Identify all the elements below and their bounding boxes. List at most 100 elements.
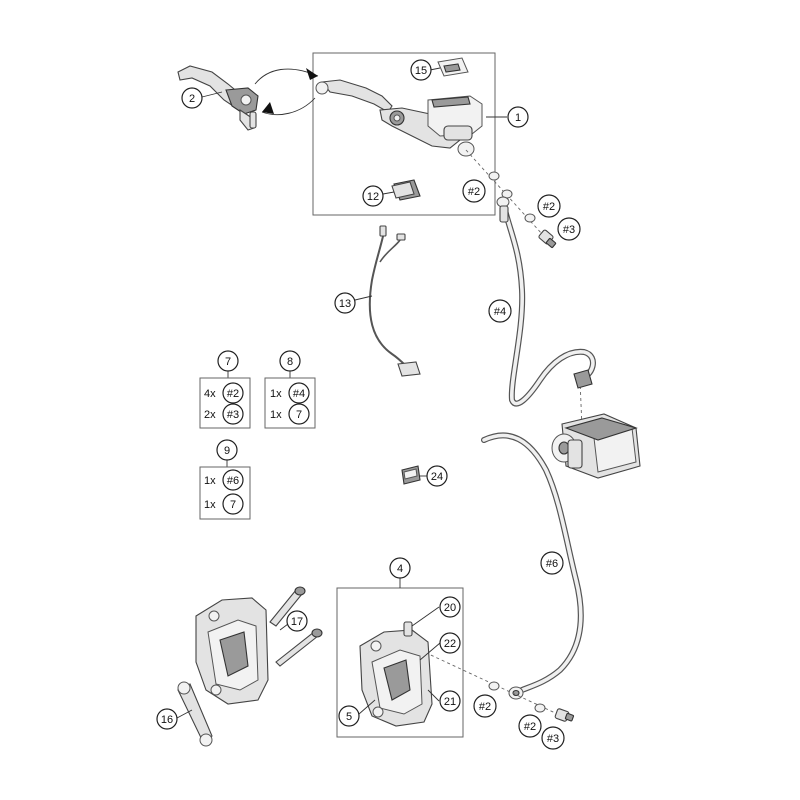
svg-text:5: 5 [346,711,352,723]
abs-unit-part [551,369,641,479]
callout-ref-3-master: #3 [557,217,581,241]
svg-text:#2: #2 [543,201,555,213]
svg-text:13: 13 [339,298,351,310]
kit-9-table: 9 1x #6 1x 7 [199,439,251,520]
kit-7-row2-ref: #3 [222,403,244,425]
svg-text:#4: #4 [494,306,506,318]
svg-text:9: 9 [224,445,230,457]
svg-text:20: 20 [444,602,456,614]
swap-arrow-lower [261,97,316,116]
clip-part [401,465,421,485]
brake-line-6-fitting [508,686,524,700]
cover-plate-part [391,179,421,201]
callout-16: 16 [156,708,178,730]
brake-line-6 [481,432,584,693]
callout-17: 17 [286,610,308,632]
kit-8-callout: 8 [279,350,301,372]
kit-7-table: 7 4x #2 2x #3 [199,350,251,429]
svg-text:#2: #2 [524,721,536,733]
leader-17 [279,623,289,631]
brake-lever-part [177,65,259,131]
svg-text:4: 4 [397,563,403,575]
callout-22: 22 [439,632,461,654]
svg-text:22: 22 [444,638,456,650]
svg-text:21: 21 [444,696,456,708]
callout-ref-3-caliper: #3 [541,726,565,750]
kit-8-row2-qty: 1x [270,409,282,421]
svg-text:1: 1 [515,112,521,124]
master-washer-lower [524,213,536,223]
brake-line-4-inner [502,204,595,406]
caliper-banjo-bolt [554,708,575,722]
svg-text:7: 7 [230,499,236,511]
leader-16 [176,709,193,719]
callout-ref-2-caliper-b: #2 [518,714,542,738]
callout-2: 2 [181,87,203,109]
svg-text:#6: #6 [546,558,558,570]
callout-12: 12 [362,185,384,207]
callout-ref-6-hose: #6 [540,551,564,575]
master-cylinder-assembly-frame [312,52,496,216]
master-cylinder-part [315,79,483,157]
kit-7-row1-qty: 4x [204,388,216,400]
svg-text:7: 7 [296,409,302,421]
svg-text:#3: #3 [547,733,559,745]
svg-text:#6: #6 [227,475,239,487]
caliper-washer-right [534,703,546,713]
callout-4: 4 [389,557,411,579]
svg-text:24: 24 [431,471,443,483]
svg-text:8: 8 [287,356,293,368]
caliper-left-part [195,597,269,705]
master-banjo-bolt [538,229,557,249]
kit-9-callout: 9 [216,439,238,461]
callout-ref-4-hose: #4 [488,299,512,323]
leader-22 [419,642,441,661]
kit-8-table: 8 1x #4 1x 7 [264,350,316,429]
caliper-washer-left [488,681,500,691]
leader-12 [382,191,395,195]
kit-9-row1-qty: 1x [204,475,216,487]
callout-1: 1 [507,106,529,128]
svg-text:17: 17 [291,616,303,628]
svg-text:#4: #4 [293,388,305,400]
brake-light-switch-cable-part [368,225,421,377]
svg-text:#3: #3 [563,224,575,236]
leader-2 [201,91,223,98]
svg-text:#2: #2 [468,186,480,198]
callout-ref-2-caliper-a: #2 [473,694,497,718]
svg-text:12: 12 [367,191,379,203]
kit-8-row1-qty: 1x [270,388,282,400]
caliper-bracket-part [177,681,213,747]
callout-15: 15 [410,59,432,81]
kit-7-row1-ref: #2 [222,382,244,404]
callout-20: 20 [439,596,461,618]
svg-text:16: 16 [161,714,173,726]
callout-5: 5 [338,705,360,727]
callout-13: 13 [334,292,356,314]
kit-9-row2-qty: 1x [204,499,216,511]
leader-5 [358,699,376,715]
svg-text:7: 7 [225,356,231,368]
svg-text:#3: #3 [227,409,239,421]
leader-13 [354,295,373,301]
svg-text:2: 2 [189,93,195,105]
kit-7-row2-qty: 2x [204,409,216,421]
callout-21: 21 [439,690,461,712]
kit-9-row1-ref: #6 [222,469,244,491]
svg-text:15: 15 [415,65,427,77]
master-washer-upper [488,171,500,181]
leader-20 [411,606,440,627]
svg-text:#2: #2 [227,388,239,400]
reservoir-gasket-part [437,57,469,77]
kit-9-row2-ref: 7 [222,493,244,515]
brake-line-4-fitting [496,196,510,223]
kit-7-callout: 7 [217,350,239,372]
brake-caliper-part [359,621,433,727]
caliper-mounting-bolts-part [269,586,323,667]
leader-21 [427,689,440,702]
callout-24: 24 [426,465,448,487]
callout-ref-2-master-a: #2 [462,179,486,203]
kit-8-row1-ref: #4 [288,382,310,404]
svg-text:#2: #2 [479,701,491,713]
